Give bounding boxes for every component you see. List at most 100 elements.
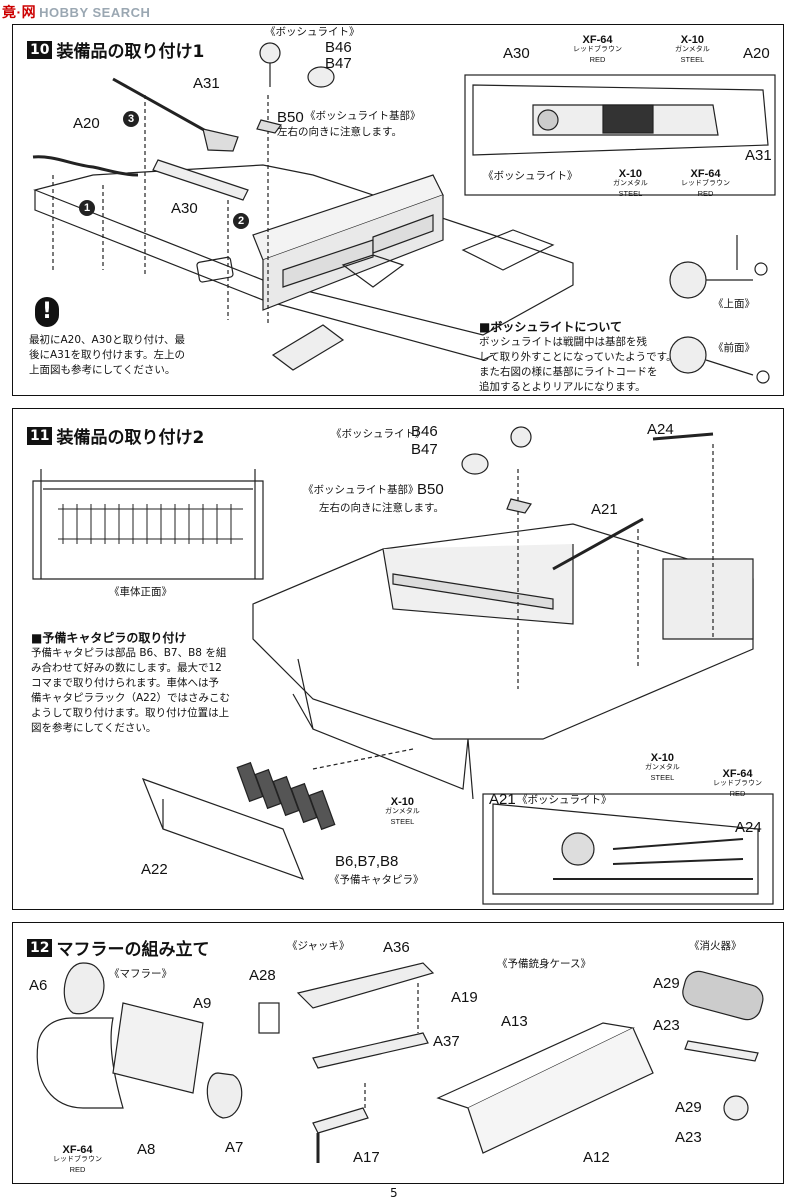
inset-a21: A21 [489,791,516,808]
muffler-label: 《マフラー》 [109,968,172,980]
part-b46: B46 [411,423,438,440]
inset-a20: A20 [743,45,770,62]
paint-callout: X-10 ガンメタル STEEL [613,169,648,199]
step-10-note: 最初にA20、A30と取り付け、最 後にA31を取り付けます。左上の 上面図も参… [29,333,185,378]
bosch-light-label: 《ボッシュライト》 [265,26,360,38]
note-line: コマまで取り付けられます。車体へは予 [31,677,219,689]
bosch-base-label: 《ボッシュライト基部》 [303,484,419,496]
part-a31: A31 [193,75,220,92]
part-a17: A17 [353,1149,380,1166]
paint-code: XF-64 [62,1144,93,1156]
vehicle-front-label: 《車体正面》 [109,586,172,598]
paint-jp: ガンメタル [675,46,710,53]
part-b47: B47 [325,55,352,72]
front-view-label: 《前面》 [713,342,755,354]
note-line: 図を参考にしてください。 [31,722,157,734]
inset-a30: A30 [503,45,530,62]
paint-callout: X-10 ガンメタル STEEL [385,797,420,827]
watermark-en: HOBBY SEARCH [39,5,151,20]
paint-jp: レッドブラウン [53,1156,102,1163]
step-11-drawing [32,426,774,905]
bosch-note: ■ボッシュライトについて ボッシュライトは戦闘中は基部を残 して取り外すことにな… [479,320,677,395]
part-a23: A23 [653,1017,680,1034]
watermark-zh: 竟·网 [2,4,37,20]
paint-callout: X-10 ガンメタル STEEL [675,35,710,65]
paint-code: XF-64 [690,168,721,180]
paint-callout: XF-64 レッドブラウン RED [573,35,622,65]
extinguisher-label: 《消火器》 [689,940,742,952]
orientation-note: 左右の向きに注意します。 [319,502,444,514]
bosch-light-label: 《ボッシュライト》 [331,428,426,440]
warning-icon: ! [35,297,59,327]
order-circle-3: 3 [123,111,139,127]
paint-code: X-10 [618,168,643,180]
part-a6: A6 [29,977,48,994]
paint-en: STEEL [680,55,705,64]
paint-code: XF-64 [722,768,753,780]
paint-code: X-10 [680,34,705,46]
spare-track-label: 《予備キャタピラ》 [329,874,424,886]
note-line: 後にA31を取り付けます。左上の [29,349,185,361]
step-number: 12 [27,938,53,957]
step-number: 10 [27,40,53,59]
paint-code: XF-64 [582,34,613,46]
note-line: また右図の様に基部にライトコードを [479,366,658,378]
part-a22: A22 [141,861,168,878]
part-a28: A28 [249,967,276,984]
paint-jp: レッドブラウン [713,780,762,787]
part-a9: A9 [193,995,212,1012]
top-view-label: 《上面》 [713,298,755,310]
part-a8: A8 [137,1141,156,1158]
detail-a29: A29 [675,1099,702,1116]
part-b46: B46 [325,39,352,56]
paint-jp: ガンメタル [613,180,648,187]
track-heading: ■予備キャタピラの取り付け [31,631,187,645]
note-line: ボッシュライトは戦闘中は基部を残 [479,336,647,348]
note-line: 予備キャタピラは部品 B6、B7、B8 を組 [31,647,227,659]
paint-en: STEEL [390,817,415,826]
order-circle-1: 1 [79,200,95,216]
paint-en: RED [729,789,746,798]
orientation-note: 左右の向きに注意します。 [277,126,402,138]
paint-callout: XF-64 レッドブラウン RED [713,769,762,799]
part-a21: A21 [591,501,618,518]
part-a36: A36 [383,939,410,956]
part-a24: A24 [647,421,674,438]
part-a29: A29 [653,975,680,992]
paint-callout: XF-64 レッドブラウン RED [681,169,730,199]
part-a7: A7 [225,1139,244,1156]
note-line: 追加するとよりリアルになります。 [479,381,646,393]
paint-code: X-10 [650,752,675,764]
step-title: マフラーの組み立て [56,940,210,960]
part-b50: B50 [277,109,304,126]
step-12-drawing [36,962,764,1163]
paint-jp: レッドブラウン [573,46,622,53]
step-number: 11 [27,426,53,445]
page-number: 5 [390,1186,398,1200]
paint-en: RED [697,189,714,198]
part-a20: A20 [73,115,100,132]
barrel-case-label: 《予備銃身ケース》 [497,958,591,970]
step-10-drawing [32,42,776,384]
step-title: 装備品の取り付け2 [56,428,205,448]
paint-en: RED [589,55,606,64]
part-a30: A30 [171,200,198,217]
bosch-heading: ■ボッシュライトについて [479,320,622,334]
track-note: ■予備キャタピラの取り付け 予備キャタピラは部品 B6、B7、B8 を組 み合わ… [31,631,230,736]
paint-en: STEEL [618,189,643,198]
paint-en: RED [69,1165,86,1174]
detail-a23: A23 [675,1129,702,1146]
part-b6-b7-b8: B6,B7,B8 [335,853,399,870]
order-circle-2: 2 [233,213,249,229]
note-line: 備キャタピララック（A22）ではさみこむ [31,692,231,704]
paint-code: X-10 [390,796,415,808]
jack-label: 《ジャッキ》 [287,940,350,952]
part-a19: A19 [451,989,478,1006]
part-b47: B47 [411,441,438,458]
